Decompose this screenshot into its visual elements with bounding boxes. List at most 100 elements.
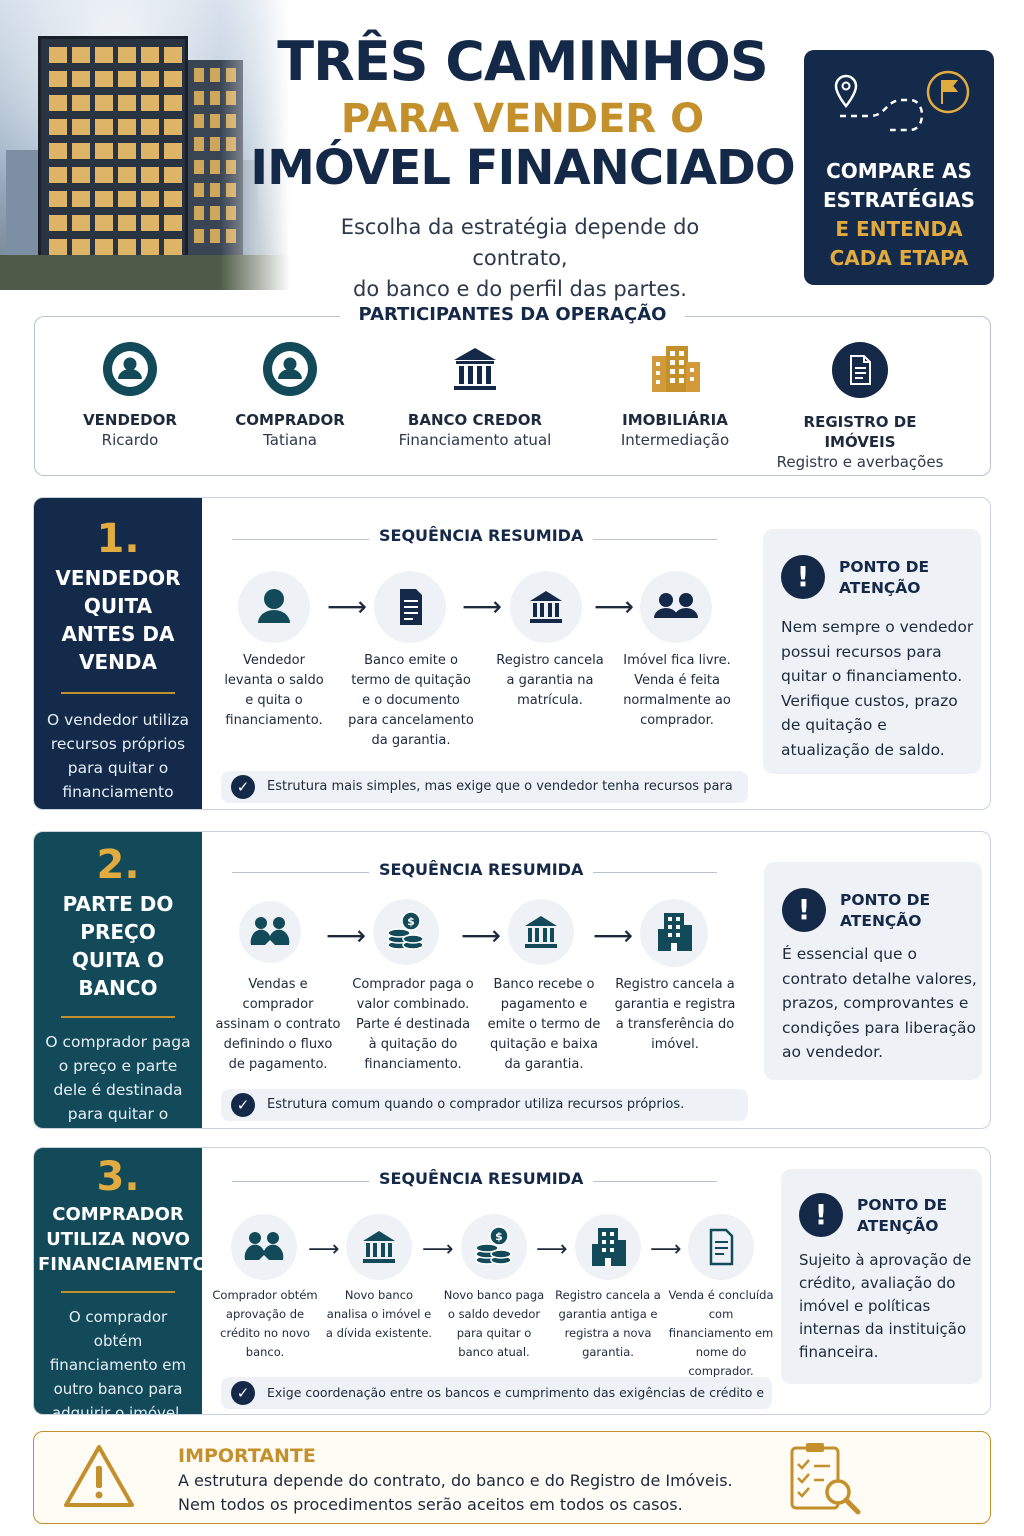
window-light: [141, 239, 159, 255]
window-light: [141, 167, 159, 183]
step-text: Registro cancela a garantia na matrícula…: [496, 653, 604, 708]
participant-registry: REGISTRO DE IMÓVEIS Registro e averbaçõe…: [770, 342, 950, 472]
step-text: Imóvel fica livre. Venda é feita normalm…: [623, 653, 731, 728]
window-light: [49, 239, 67, 255]
window-light: [72, 215, 90, 231]
section-divider: [61, 1016, 175, 1018]
warning-icon: [64, 1445, 134, 1507]
strategy-section-2: 2. PARTE DO PREÇO QUITA O BANCO O compra…: [33, 831, 991, 1129]
window-light: [141, 71, 159, 87]
window-light: [95, 191, 113, 207]
window-light: [164, 71, 182, 87]
window-light: [118, 215, 136, 231]
window-light: [95, 167, 113, 183]
participant-name: IMOBILIÁRIA: [622, 411, 728, 429]
person-icon: [238, 571, 310, 643]
window-light: [210, 229, 220, 243]
participant-name: REGISTRO DE IMÓVEIS: [803, 413, 917, 451]
important-line-2: Nem todos os procedimentos serão aceitos…: [178, 1495, 683, 1514]
window-light: [49, 167, 67, 183]
window-light: [164, 95, 182, 111]
compare-line-4: CADA ETAPA: [829, 246, 969, 270]
window-light: [210, 91, 220, 105]
compare-line-3: E ENTENDA: [835, 217, 963, 241]
check-icon: ✓: [231, 1381, 255, 1405]
summary-note: ✓ Exige coordenação entre os bancos e cu…: [221, 1377, 772, 1409]
summary-note: ✓ Estrutura comum quando o comprador uti…: [221, 1089, 748, 1121]
attention-text: É essencial que o contrato detalhe valor…: [782, 945, 977, 1061]
bank-icon: [508, 899, 574, 965]
window-light: [95, 239, 113, 255]
step-text: Venda é concluída com financiamento em n…: [668, 1288, 774, 1378]
step-text: Comprador obtém aprovação de crédito no …: [212, 1288, 318, 1359]
exclamation-icon: !: [799, 1193, 843, 1237]
window-light: [49, 95, 67, 111]
arrow-icon: ⟶: [650, 1237, 682, 1262]
window-light: [49, 47, 67, 63]
strategy-section-3: 3. COMPRADOR UTILIZA NOVO FINANCIAMENTO …: [33, 1147, 991, 1415]
title-line-2: PARA VENDER O: [340, 96, 705, 142]
attention-box: ! PONTO DE ATENÇÃO É essencial que o con…: [764, 862, 982, 1080]
step-text: Novo banco paga o saldo devedor para qui…: [443, 1288, 545, 1359]
section-description: O vendedor utiliza recursos próprios par…: [46, 711, 190, 809]
section-title: COMPRADOR UTILIZA NOVO FINANCIAMENTO: [38, 1204, 208, 1275]
sequence-label: SEQUÊNCIA RESUMIDA: [369, 1169, 594, 1188]
subtitle: Escolha da estratégia depende do contrat…: [290, 212, 750, 305]
section-divider: [61, 692, 175, 694]
building-icon: [648, 342, 702, 396]
arrow-icon: ⟶: [327, 590, 368, 623]
window-light: [141, 215, 159, 231]
section-side-panel: 2. PARTE DO PREÇO QUITA O BANCO O compra…: [34, 832, 202, 1128]
attention-box: ! PONTO DE ATENÇÃO Sujeito à aprovação d…: [781, 1169, 982, 1384]
handshake-icon: [231, 1214, 297, 1280]
summary-note: ✓ Estrutura mais simples, mas exige que …: [221, 771, 748, 803]
window-light: [141, 143, 159, 159]
window-light: [72, 191, 90, 207]
arrow-icon: ⟶: [536, 1237, 568, 1262]
window-light: [164, 239, 182, 255]
arrow-icon: ⟶: [326, 919, 367, 952]
window-light: [210, 137, 220, 151]
window-light: [141, 47, 159, 63]
exclamation-icon: !: [782, 888, 826, 932]
window-light: [164, 119, 182, 135]
bank-icon: [510, 571, 582, 643]
arrow-icon: ⟶: [462, 590, 503, 623]
document-icon: [688, 1214, 754, 1280]
window-light: [194, 91, 204, 105]
attention-text: Nem sempre o vendedor possui recursos pa…: [781, 618, 974, 759]
participant-sub: Tatiana: [263, 431, 317, 449]
coins-icon: $: [461, 1214, 527, 1280]
document-icon: [832, 342, 888, 398]
participant-bank: BANCO CREDOR Financiamento atual: [385, 342, 565, 450]
window-light: [72, 143, 90, 159]
section-number: 2.: [96, 842, 140, 888]
title-line-1: TRÊS CAMINHOS: [277, 30, 768, 93]
step-text: Vendas e comprador assinam o contrato de…: [215, 977, 341, 1072]
window-light: [72, 119, 90, 135]
participant-name: BANCO CREDOR: [407, 411, 543, 429]
window-light: [210, 206, 220, 220]
window-light: [49, 119, 67, 135]
window-light: [194, 114, 204, 128]
sequence-label: SEQUÊNCIA RESUMIDA: [369, 860, 594, 879]
section-divider: [61, 1291, 175, 1293]
section-side-panel: 1. VENDEDOR QUITA ANTES DA VENDA O vende…: [34, 498, 202, 809]
note-text: Estrutura mais simples, mas exige que o …: [267, 779, 733, 794]
window-light: [164, 47, 182, 63]
subtitle-line-2: do banco e do perfil das partes.: [353, 277, 687, 301]
attention-title: PONTO DE ATENÇÃO: [839, 558, 930, 597]
office-building-icon: [575, 1214, 641, 1280]
attention-box: ! PONTO DE ATENÇÃO Nem sempre o vendedor…: [763, 529, 981, 774]
participant-realestate: IMOBILIÁRIA Intermediação: [585, 342, 765, 450]
window-light: [118, 143, 136, 159]
participant-sub: Financiamento atual: [398, 431, 552, 449]
title-line-3: IMÓVEL FINANCIADO: [250, 140, 795, 196]
compare-line-1: COMPARE AS: [826, 159, 972, 183]
user-icon: [103, 342, 157, 396]
step-text: Vendedor levanta o saldo e quita o finan…: [224, 653, 324, 728]
participant-sub: Ricardo: [101, 431, 159, 449]
compare-box: COMPARE AS ESTRATÉGIAS E ENTENDA CADA ET…: [804, 50, 994, 285]
window-light: [194, 68, 204, 82]
section-title: VENDEDOR QUITA ANTES DA VENDA: [55, 566, 181, 674]
